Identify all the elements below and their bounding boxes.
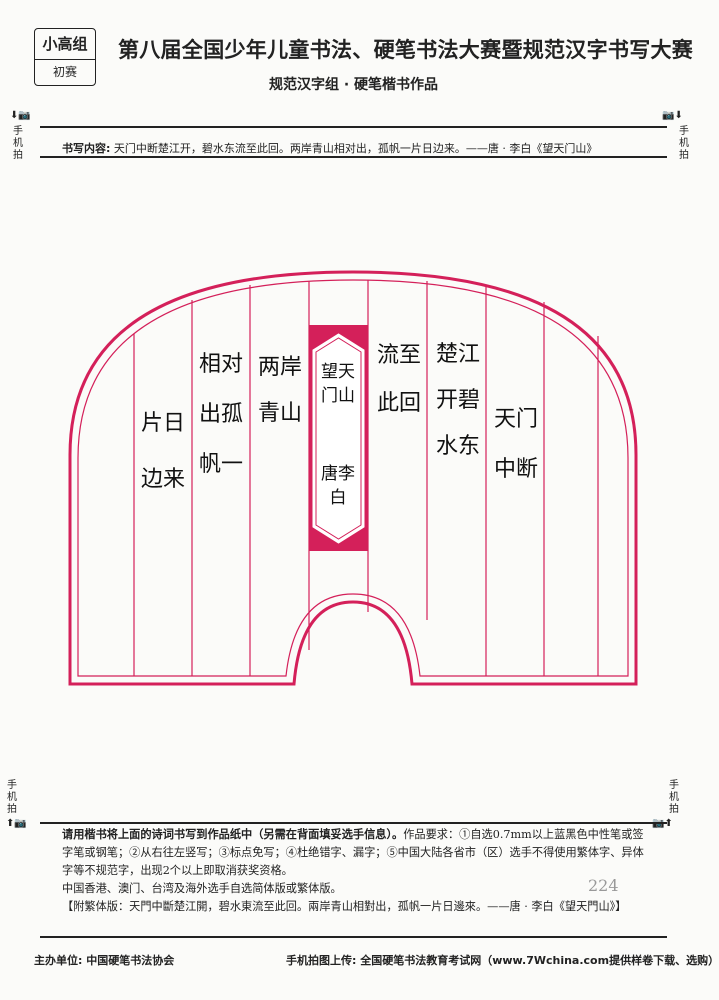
center-banner — [309, 325, 368, 551]
camera-icon: ⬆📷 — [6, 818, 27, 829]
camera-icon: ⬇📷 — [10, 110, 31, 121]
top-divider — [40, 126, 667, 128]
content-label: 书写内容: — [62, 142, 111, 155]
traditional-version: 【附繁体版：天門中斷楚江開，碧水東流至此回。兩岸青山相對出，孤帆一片日邊來。——… — [62, 900, 627, 913]
center-title: 望天门山 — [321, 362, 355, 406]
phone-shot-label: 手机拍 — [13, 126, 23, 161]
content-divider — [40, 156, 667, 158]
camera-icon: 📷⬆ — [652, 818, 673, 829]
column-5: 两岸青山 — [258, 355, 303, 426]
group-badge: 小高组 初赛 — [34, 28, 96, 86]
content-line: 书写内容: 天门中断楚江开，碧水东流至此回。两岸青山相对出，孤帆一片日边来。——… — [62, 140, 597, 156]
column-1: 天门中断 — [494, 407, 539, 482]
handwritten-number: 224 — [588, 876, 619, 895]
footer-divider — [40, 822, 667, 824]
instructions-body: 作品要求：①自选0.7mm以上蓝黑色中性笔或签字笔或钢笔；②从右往左竖写；③标点… — [62, 828, 644, 877]
stage-label: 初赛 — [52, 65, 77, 79]
column-2: 楚江开碧水东 — [436, 342, 481, 459]
phone-shot-label: 手机拍 — [7, 780, 17, 815]
group-label: 小高组 — [35, 29, 95, 60]
content-text: 天门中断楚江开，碧水东流至此回。两岸青山相对出，孤帆一片日边来。——唐 · 李白… — [113, 142, 598, 155]
sponsor: 主办单位: 中国硬笔书法协会 — [34, 954, 175, 967]
phone-shot-label: 手机拍 — [679, 126, 689, 161]
column-6: 相对出孤帆一 — [199, 352, 244, 477]
camera-icon: 📷⬇ — [662, 110, 683, 121]
phone-shot-label: 手机拍 — [669, 780, 679, 815]
upload-info: 手机拍图上传: 全国硬笔书法教育考试网（www.7Wchina.com提供样卷下… — [286, 954, 719, 967]
column-7: 片日边来 — [141, 411, 186, 492]
overseas-note: 中国香港、澳门、台湾及海外选手自选简体版或繁体版。 — [62, 882, 342, 895]
bottom-divider — [40, 936, 667, 938]
page-subtitle: 规范汉字组 · 硬笔楷书作品 — [268, 77, 439, 93]
column-3: 流至此回 — [377, 343, 422, 416]
instructions-lead: 请用楷书将上面的诗词书写到作品纸中（另需在背面填妥选手信息）。 — [62, 828, 404, 841]
center-author: 唐李白 — [321, 464, 355, 508]
instructions: 请用楷书将上面的诗词书写到作品纸中（另需在背面填妥选手信息）。作品要求：①自选0… — [62, 826, 652, 916]
page-title: 第八届全国少年儿童书法、硬笔书法大赛暨规范汉字书写大赛 — [118, 37, 694, 62]
